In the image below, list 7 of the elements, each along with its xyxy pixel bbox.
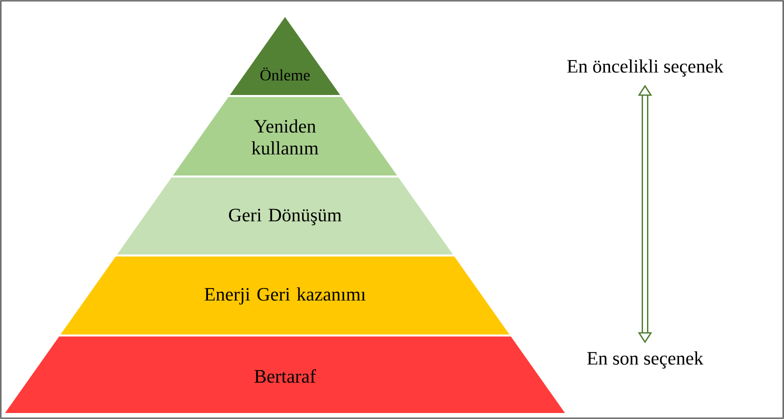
priority-label: En son seçenek [587,351,704,369]
priority-label: En öncelikli seçenek [567,59,724,77]
pyramid-tier: Yeniden kullanım [172,97,398,176]
pyramid-tier: Bertaraf [5,336,565,413]
pyramid-tier: Enerji Geri kazanımı [60,256,510,334]
pyramid-tier: Önleme [230,17,340,95]
pyramid-tier: Geri Dönüşüm [117,178,453,254]
